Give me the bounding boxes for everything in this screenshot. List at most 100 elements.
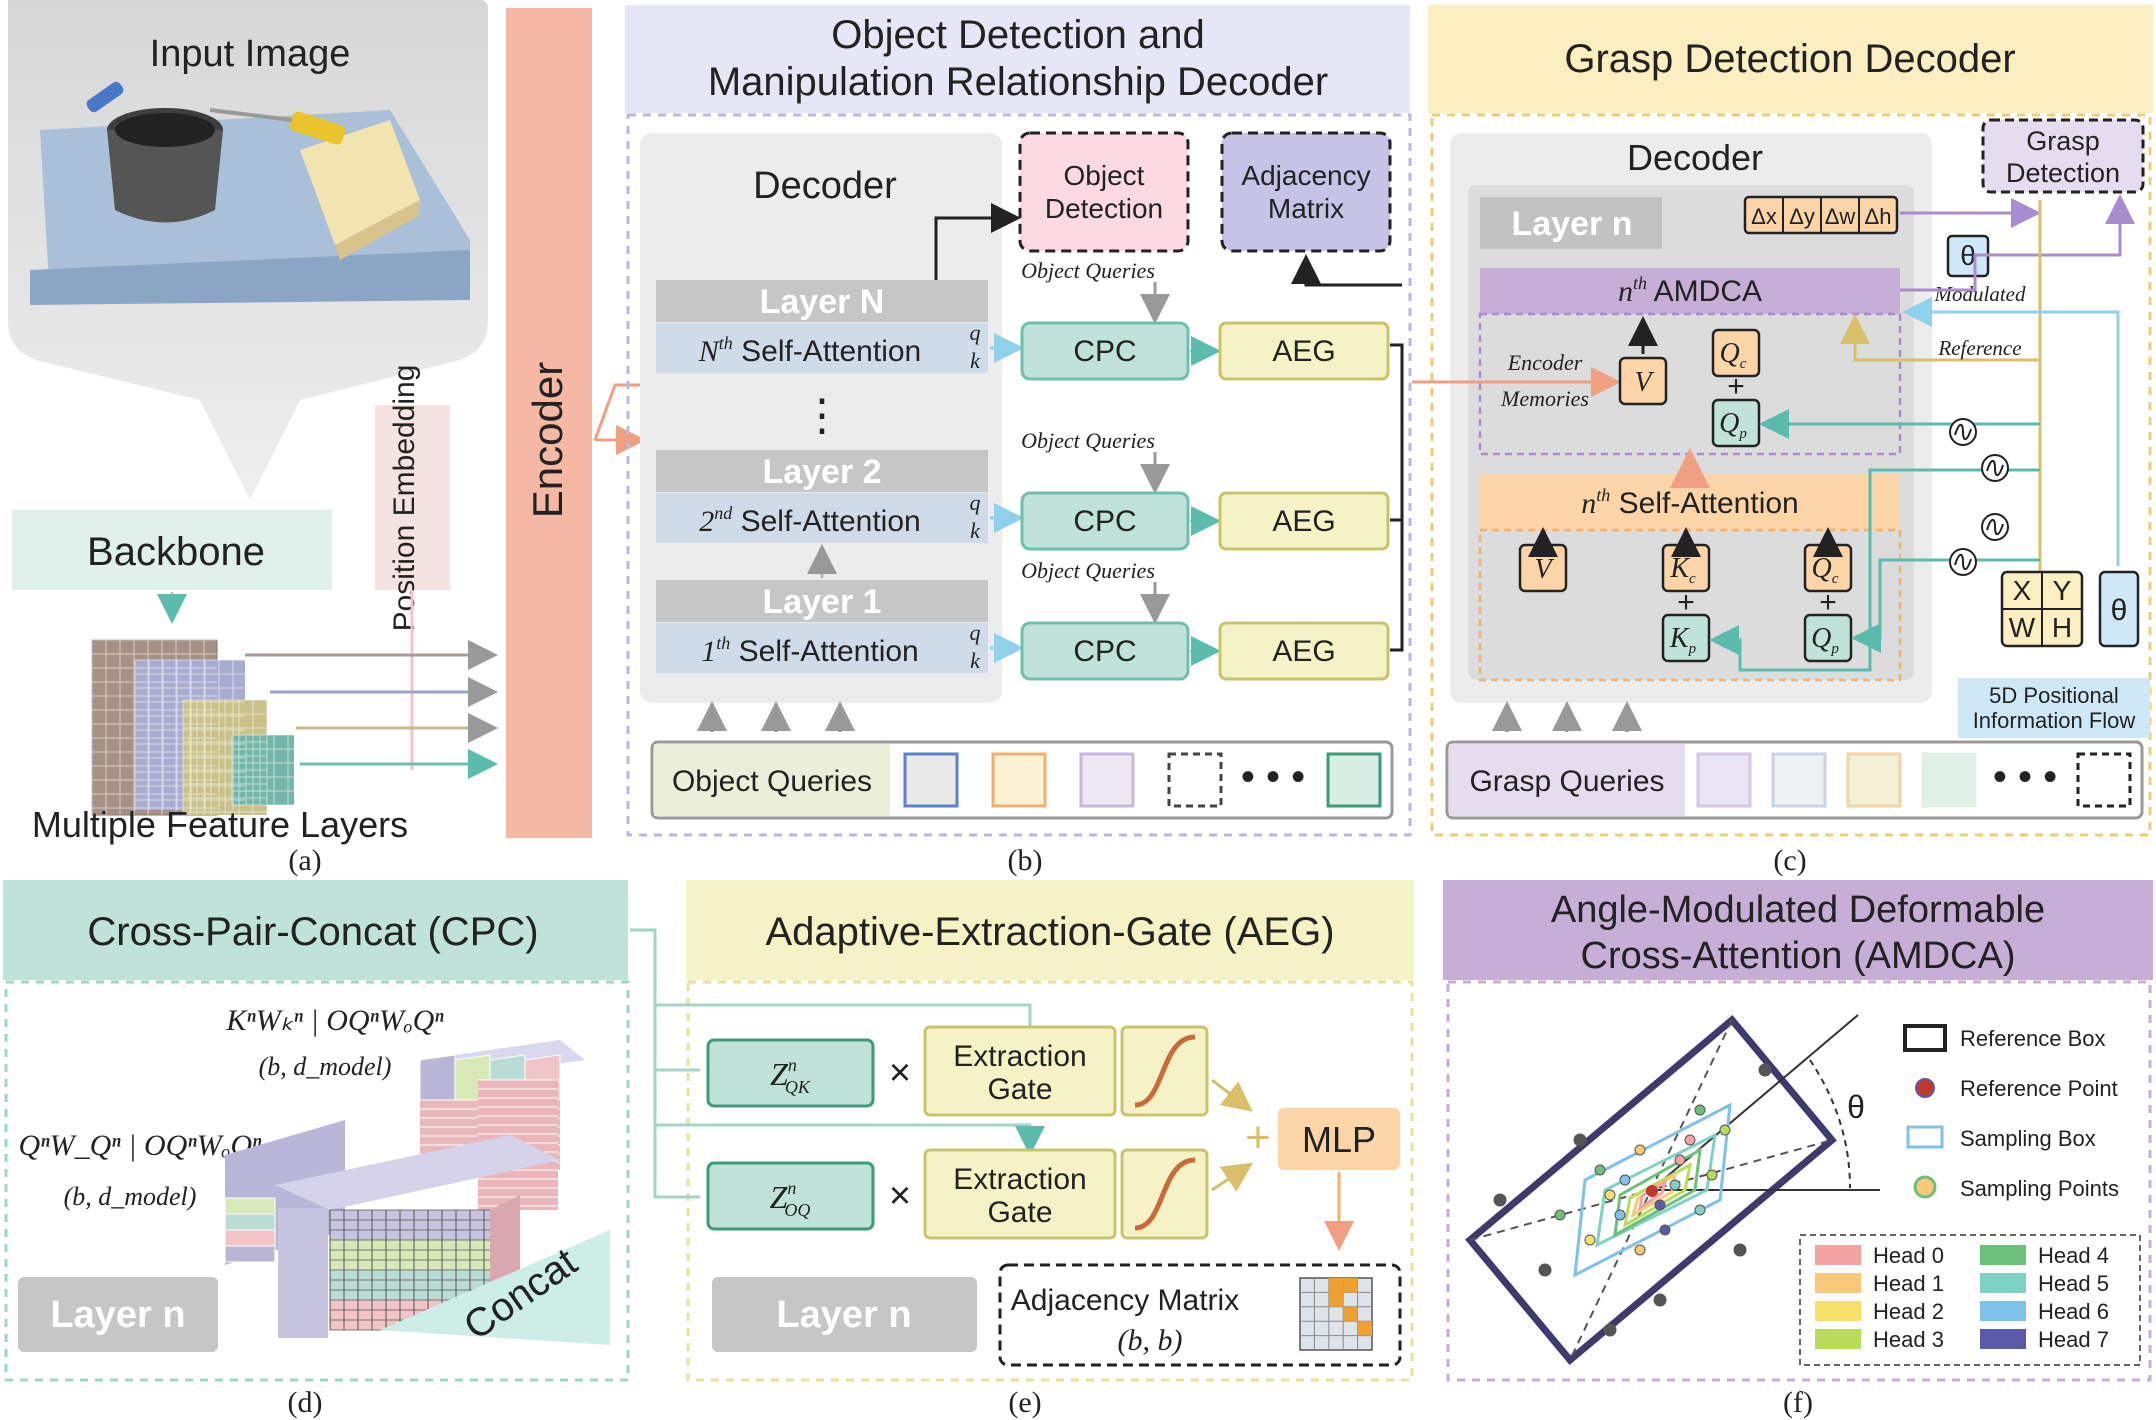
head-label-5: Head 5 xyxy=(2038,1271,2109,1296)
panel-f-border xyxy=(1446,980,2152,1382)
gate1-to-plus xyxy=(1211,1078,1253,1112)
cpc-box-0 xyxy=(1020,321,1190,381)
qc-label-sa: Qc xyxy=(1812,553,1839,587)
panel-d-title-bg xyxy=(3,880,628,980)
panel-d-title: Cross-Pair-Concat (CPC) xyxy=(87,910,538,954)
sigmoid-curve-2 xyxy=(1134,1157,1196,1231)
head-label-0: Head 0 xyxy=(1873,1243,1944,1268)
panel-f-title-bg xyxy=(1443,880,2153,980)
aeg-label-0: AEG xyxy=(1272,335,1335,368)
sampling-point xyxy=(1634,1244,1646,1256)
amdca-geometry xyxy=(1465,1014,1880,1365)
aeg-box-2 xyxy=(1218,621,1390,681)
mlp-box xyxy=(1278,1108,1400,1170)
sampling-point xyxy=(1604,1189,1616,1201)
head-label-2: Head 2 xyxy=(1873,1299,1944,1324)
to-object-detection-arrow xyxy=(934,203,1021,280)
concat-ramp xyxy=(380,1230,610,1345)
head-label-3: Head 3 xyxy=(1873,1327,1944,1352)
panel-b-title-bg xyxy=(625,5,1410,113)
legend-sampling-points: Sampling Points xyxy=(1960,1176,2119,1201)
sampling-point xyxy=(1614,1209,1626,1221)
grasp-token-5 xyxy=(2076,752,2132,808)
gate2-to-plus xyxy=(1211,1162,1253,1192)
head-swatch-1 xyxy=(1815,1273,1861,1293)
panel-e-title: Adaptive-Extraction-Gate (AEG) xyxy=(765,910,1334,954)
aeg-box-1 xyxy=(1218,491,1390,551)
layer-n-q: q xyxy=(970,320,981,345)
times-2: × xyxy=(889,1175,911,1217)
head-swatch-5 xyxy=(1980,1273,2026,1293)
sampling-point xyxy=(1653,1293,1667,1307)
layer-2-q: q xyxy=(970,490,981,515)
theta-label: θ xyxy=(1960,240,1976,271)
layer-1-sa-label: 1th Self-Attention xyxy=(701,633,918,668)
plus-q: + xyxy=(1819,586,1837,619)
adjacency-line2: Matrix xyxy=(1268,193,1344,224)
sampling-point xyxy=(1669,1179,1681,1191)
legend-ref-point: Reference Point xyxy=(1960,1076,2118,1101)
grasp-queries-label: Grasp Queries xyxy=(1469,765,1664,798)
panel-a: Input Image Backbone Position Embedding xyxy=(8,0,498,877)
panel-f-title-line2: Cross-Attention (AMDCA) xyxy=(1581,935,2016,977)
extraction-gate-1-line2: Gate xyxy=(987,1073,1052,1106)
head-label-1: Head 1 xyxy=(1873,1271,1944,1296)
reference-label: Reference xyxy=(1937,336,2021,360)
extraction-gate-2-line1: Extraction xyxy=(953,1163,1086,1196)
sampling-point xyxy=(1634,1144,1646,1156)
query-token-4 xyxy=(1167,752,1223,808)
layer-n-label-c: Layer n xyxy=(1512,205,1633,243)
plus-e: + xyxy=(1245,1113,1271,1162)
delta-1: Δy xyxy=(1789,204,1815,229)
layer-2-sa-label: 2nd Self-Attention xyxy=(699,503,920,538)
aeg-label-1: AEG xyxy=(1272,505,1335,538)
query-token-3 xyxy=(1079,752,1135,808)
grasp-token-4 xyxy=(1921,752,1977,808)
encoder-bar xyxy=(506,8,592,838)
v-box-amdca xyxy=(1618,356,1668,406)
kp-label: Kp xyxy=(1669,623,1697,657)
query-ellipsis: • • • xyxy=(1241,755,1305,799)
v-label-sa: V xyxy=(1534,554,1554,585)
layer-1-header xyxy=(656,580,988,622)
modulated-flow xyxy=(1902,297,2120,566)
sampling-point xyxy=(1493,1193,1507,1207)
xywh-W: W xyxy=(2009,612,2036,643)
grasp-token-1 xyxy=(1696,752,1752,808)
sampling-point xyxy=(1733,1243,1747,1257)
legend-ref-point-icon xyxy=(1915,1078,1935,1098)
position-embedding-label: Position Embedding xyxy=(388,365,421,632)
theta-f: θ xyxy=(1847,1089,1865,1125)
cpc-label-1: CPC xyxy=(1073,505,1136,538)
pos-flow-3 xyxy=(1709,468,2040,672)
layer-n-label: Layer N xyxy=(760,283,885,321)
object-queries-label-0: Object Queries xyxy=(1021,258,1155,283)
adjacency-output-shape: (b, b) xyxy=(1118,1324,1183,1357)
backbone-box xyxy=(12,510,332,590)
cpc-blocks xyxy=(224,1040,585,1338)
object-queries-label-2: Object Queries xyxy=(1021,558,1155,583)
object-queries-label-bg xyxy=(654,744,890,816)
v-label-amdca: V xyxy=(1634,367,1654,398)
encoder-label: Encoder xyxy=(524,362,571,518)
panel-c-title: Grasp Detection Decoder xyxy=(1564,37,2015,81)
layer-n-header xyxy=(656,280,988,322)
object-detection-line1: Object xyxy=(1064,160,1145,191)
layer-1-sa-box xyxy=(656,623,988,673)
adjacency-matrix-box xyxy=(1220,131,1392,253)
positional-flow-line2: Information Flow xyxy=(1973,708,2136,733)
modulated-label: Modulated xyxy=(1934,282,2026,306)
head-label-6: Head 6 xyxy=(2038,1299,2109,1324)
theta-pos-label: θ xyxy=(2111,594,2128,627)
z-qk-box xyxy=(706,1038,875,1108)
extraction-gate-1 xyxy=(923,1025,1117,1117)
head-swatch-4 xyxy=(1980,1245,2026,1265)
sampling-point xyxy=(1554,1209,1566,1221)
position-embedding-box xyxy=(375,405,450,590)
formula-top: KⁿWₖⁿ | OQⁿWₒQⁿ xyxy=(225,1004,444,1037)
grasp-ellipsis: • • • xyxy=(1993,755,2057,799)
layer-2-k: k xyxy=(970,518,981,543)
panel-e-title-bg xyxy=(686,880,1414,980)
